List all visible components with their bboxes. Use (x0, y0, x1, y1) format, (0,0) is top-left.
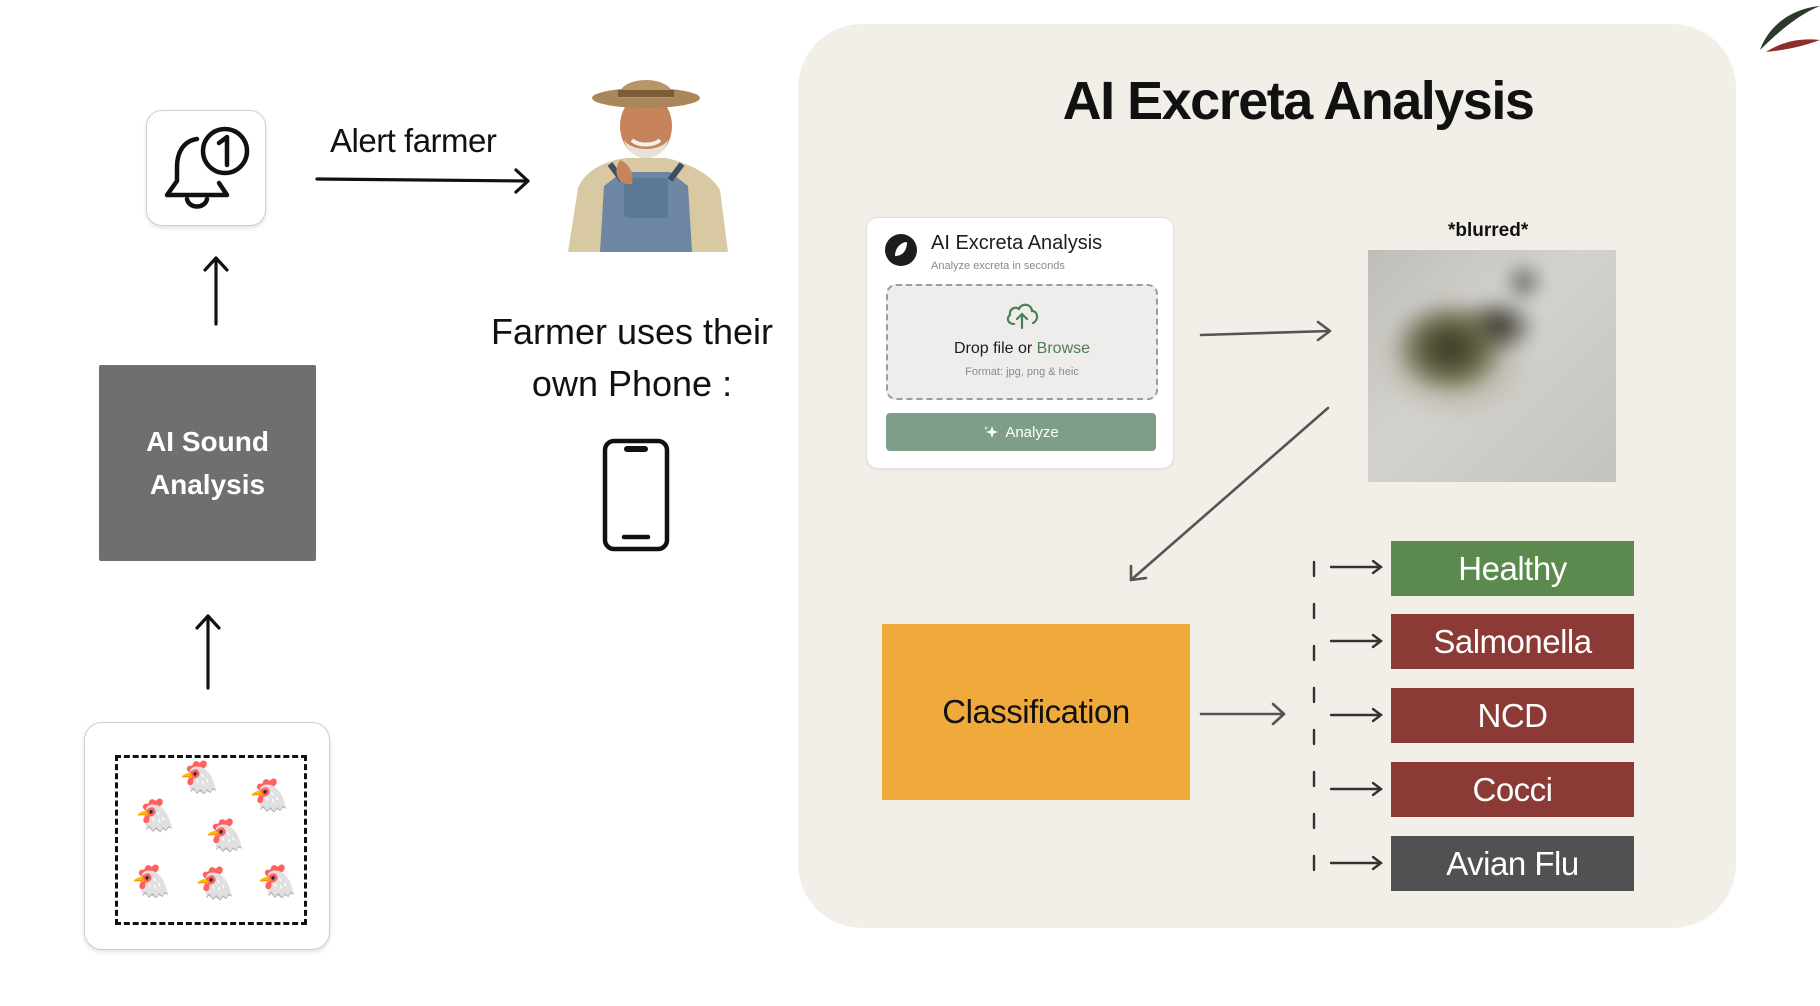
chicken-icon: 🐔 (249, 777, 289, 813)
sound-box-line2: Analysis (149, 469, 266, 500)
panel-title: AI Excreta Analysis (1062, 71, 1535, 131)
drop-instruction: Drop file or Browse (888, 340, 1156, 358)
chicken-flock-card: 🐔 🐔 🐔 🐔 🐔 🐔 🐔 (84, 722, 330, 950)
app-logo-icon (885, 234, 917, 266)
farmer-phone-text: Farmer uses their own Phone : (478, 306, 786, 410)
leaf-logo-icon (1760, 6, 1820, 52)
notification-card (146, 110, 266, 226)
chicken-icon: 🐔 (257, 863, 297, 899)
arrow-sound-to-alert (203, 256, 229, 326)
result-label: Cocci (1472, 770, 1553, 808)
result-cocci: Cocci (1391, 762, 1634, 817)
chicken-icon: 🐔 (195, 865, 235, 901)
result-ncd: NCD (1391, 688, 1634, 743)
chicken-icon: 🐔 (131, 863, 171, 899)
flock-boundary (115, 755, 307, 925)
app-name: AI Excreta Analysis (931, 232, 1103, 254)
result-salmonella: Salmonella (1391, 614, 1634, 669)
result-label: NCD (1477, 696, 1549, 734)
chicken-icon: 🐔 (179, 759, 219, 795)
file-drop-zone[interactable]: Drop file or Browse Format: jpg, png & h… (886, 284, 1158, 400)
result-label: Salmonella (1433, 622, 1592, 660)
sparkle-icon (984, 426, 999, 438)
upload-cloud-icon (1006, 303, 1039, 330)
phone-text-line2: own Phone : (531, 363, 733, 405)
app-subtitle: Analyze excreta in seconds (931, 260, 1065, 272)
blurred-label: *blurred* (1448, 220, 1529, 241)
result-label: Avian Flu (1446, 844, 1579, 882)
alert-farmer-label: Alert farmer (330, 122, 497, 159)
chicken-icon: 🐔 (205, 817, 245, 853)
arrow-flock-to-sound (195, 614, 221, 690)
browse-link[interactable]: Browse (1036, 340, 1091, 357)
sound-box-line1: AI Sound (146, 425, 269, 457)
analyze-button[interactable]: Analyze (886, 413, 1156, 451)
analyze-label: Analyze (1005, 423, 1059, 441)
chicken-icon: 🐔 (135, 797, 175, 833)
smartphone-icon (602, 438, 670, 552)
blurred-excreta-image (1368, 250, 1616, 482)
result-label: Healthy (1458, 549, 1567, 587)
result-avian-flu: Avian Flu (1391, 836, 1634, 891)
format-hint: Format: jpg, png & heic (965, 366, 1079, 378)
arrow-to-farmer (315, 168, 530, 194)
excreta-app-card: AI Excreta Analysis Analyze excreta in s… (866, 217, 1174, 469)
drop-text: Drop file or (953, 340, 1037, 357)
phone-text-line1: Farmer uses their (490, 311, 774, 352)
farmer-illustration (568, 80, 728, 252)
result-healthy: Healthy (1391, 541, 1634, 596)
classification-box: Classification (882, 624, 1190, 800)
bell-icon (164, 126, 250, 209)
